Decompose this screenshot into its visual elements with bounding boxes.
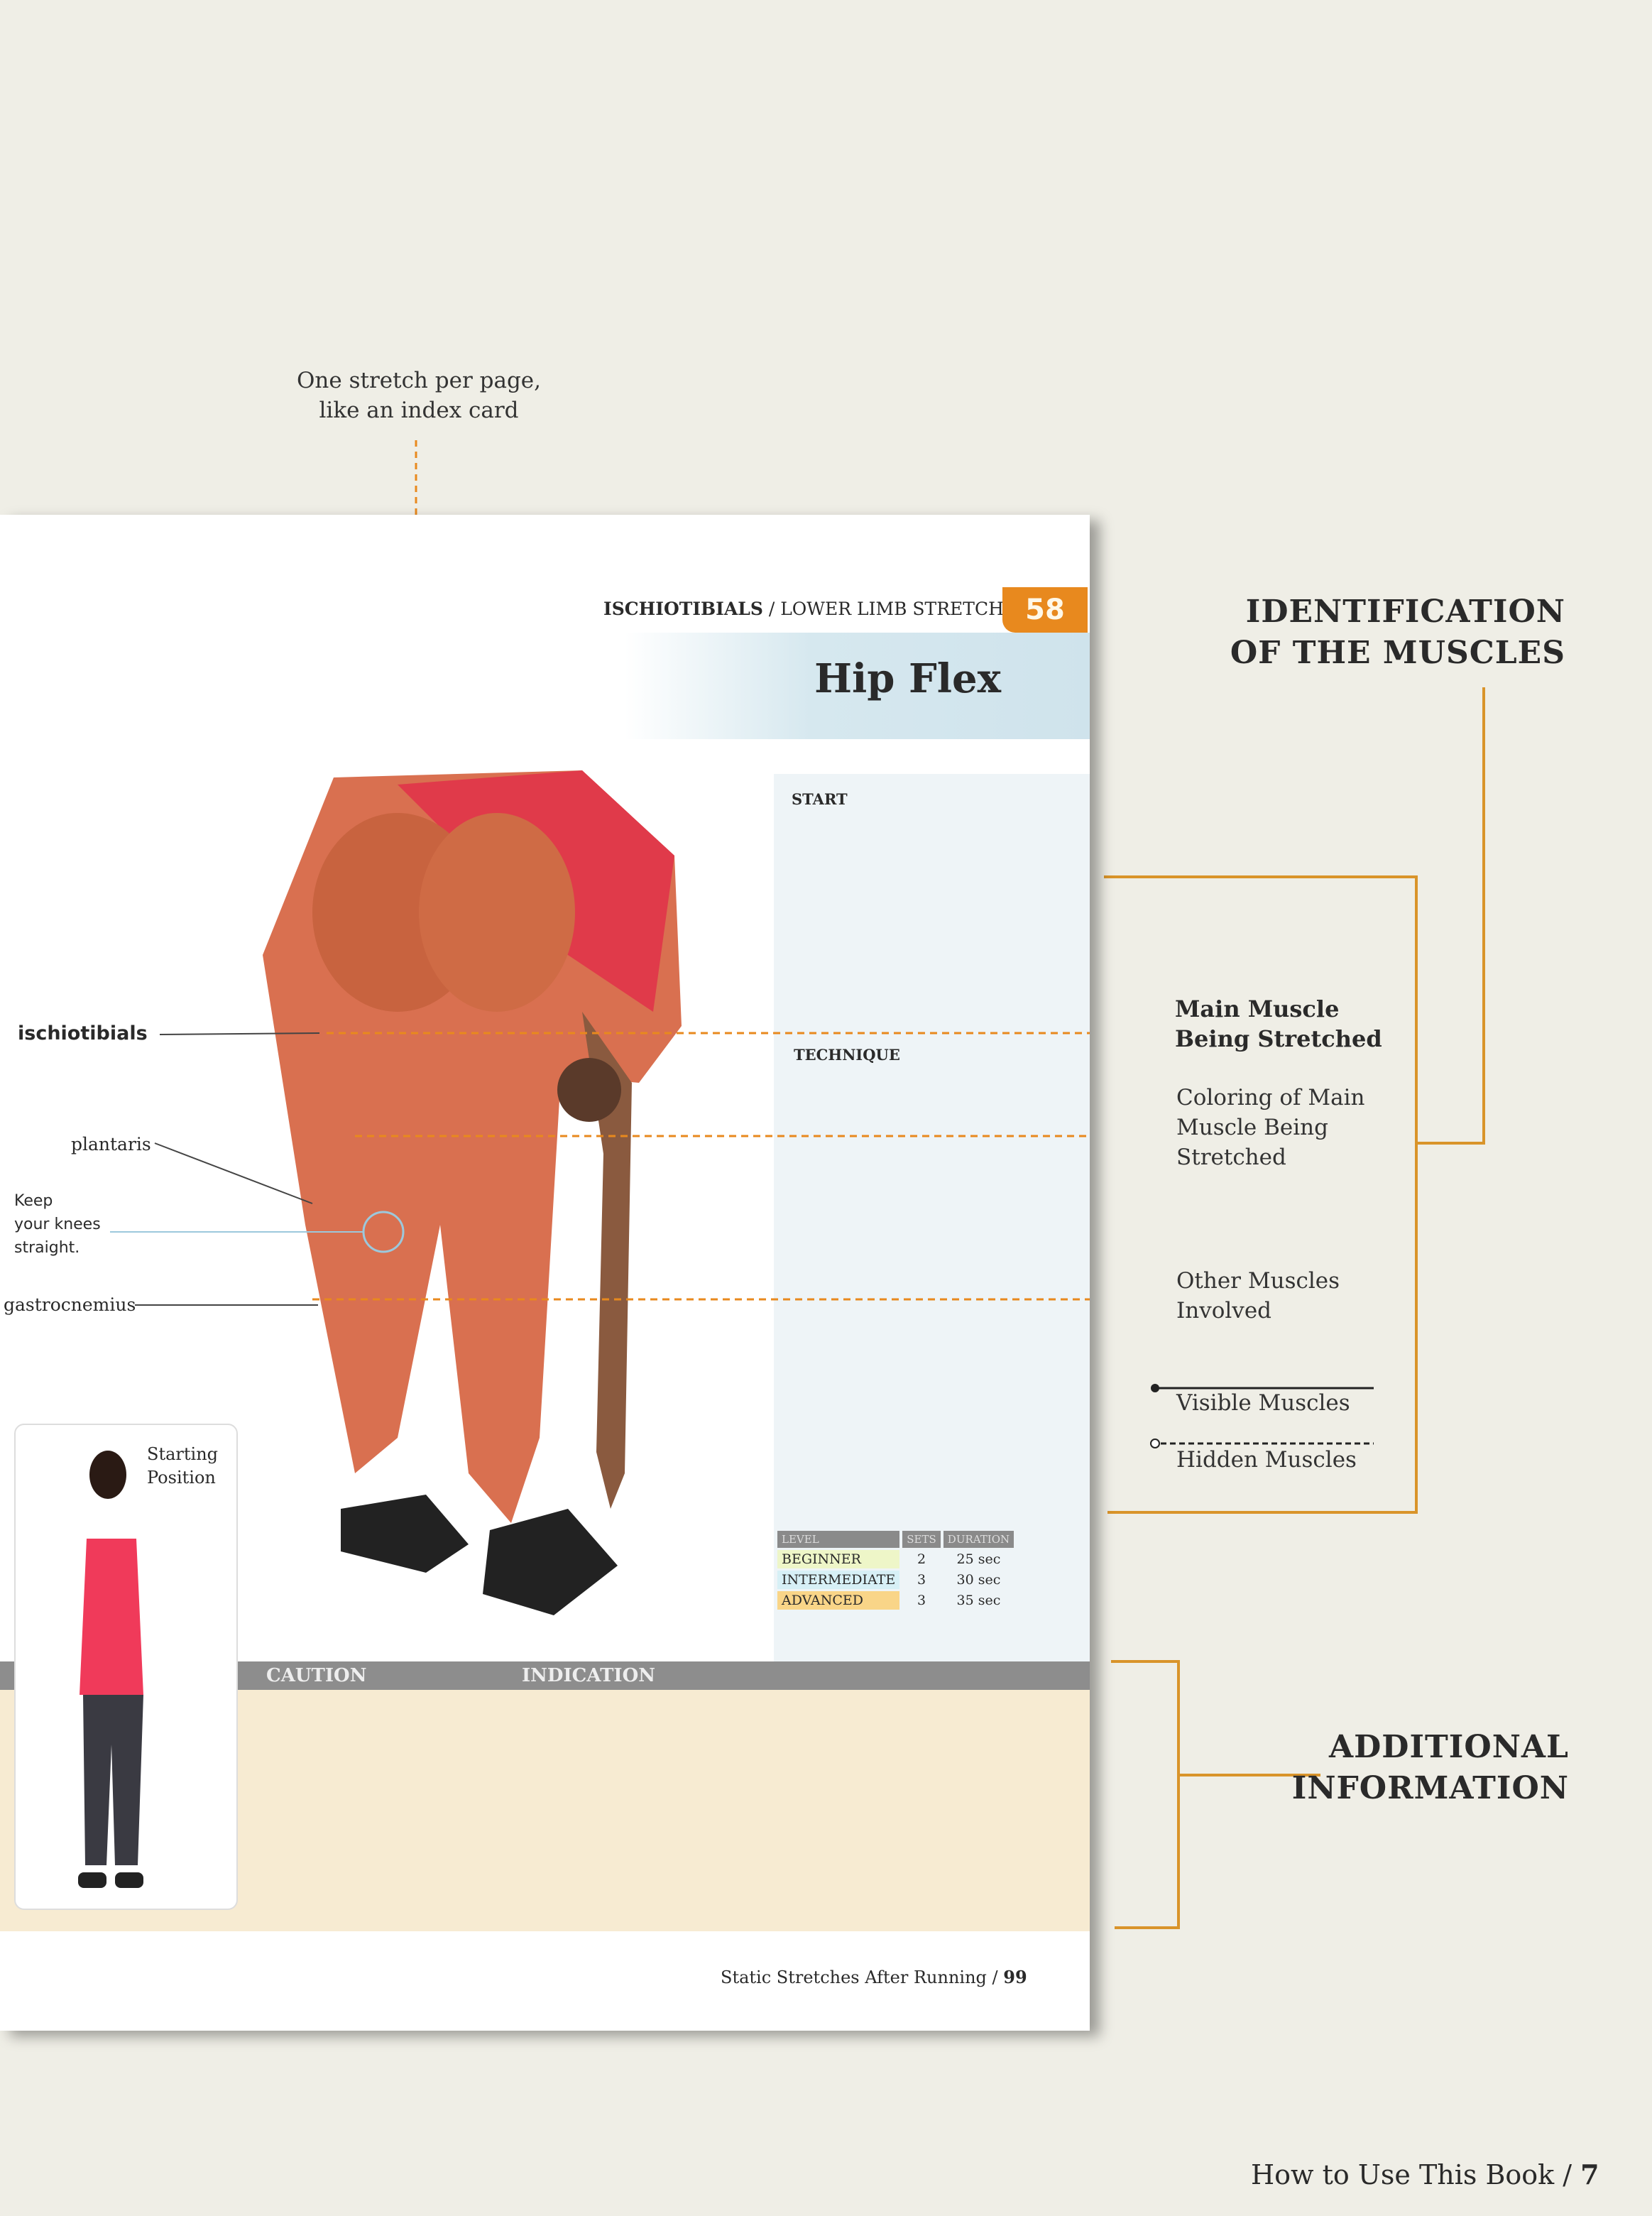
- heading-line: IDENTIFICATION: [1245, 594, 1565, 630]
- caution-label: CAUTION: [266, 1665, 367, 1686]
- inner-footer: Static Stretches After Running / 99: [721, 1967, 1027, 1987]
- header-sets: SETS: [902, 1531, 941, 1548]
- footer-text: How to Use This Book /: [1251, 2159, 1581, 2190]
- cell-sets: 2: [917, 1551, 926, 1567]
- legend-line: Muscle Being: [1176, 1115, 1328, 1140]
- legend-visible: Visible Muscles: [1176, 1390, 1350, 1416]
- tip-line: your knees: [14, 1216, 101, 1233]
- breadcrumb-section: / LOWER LIMB STRETCHES: [762, 599, 1029, 619]
- inner-page-number: 99: [1003, 1967, 1027, 1987]
- legend-hidden: Hidden Muscles: [1176, 1447, 1357, 1473]
- heading-line: INFORMATION: [1291, 1770, 1569, 1806]
- annotation-line: One stretch per page,: [297, 368, 541, 393]
- cell-sets: 3: [917, 1572, 926, 1588]
- label-gastrocnemius: gastrocnemius: [4, 1294, 136, 1315]
- page-footer: How to Use This Book / 7: [1251, 2158, 1599, 2190]
- tip-line: Keep: [14, 1192, 53, 1210]
- line-style-legend: [1150, 1384, 1374, 1448]
- page-number: 7: [1580, 2158, 1599, 2190]
- label-plantaris: plantaris: [71, 1134, 151, 1155]
- legend-line: Other Muscles: [1176, 1268, 1340, 1294]
- legend-line: Main Muscle: [1175, 995, 1340, 1022]
- legend-line: Stretched: [1176, 1145, 1286, 1170]
- annotation-line: like an index card: [319, 398, 519, 423]
- header-duration: DURATION: [943, 1531, 1014, 1548]
- cell-level: INTERMEDIATE: [777, 1571, 900, 1589]
- stretch-number-tab: 58: [1002, 587, 1088, 633]
- starting-position-card: Starting Position: [14, 1424, 238, 1910]
- legend-coloring: Coloring of Main Muscle Being Stretched: [1176, 1083, 1364, 1172]
- start-label: START: [792, 790, 848, 808]
- table-row: BEGINNER 2 25 sec: [777, 1550, 1014, 1568]
- tip-line: straight.: [14, 1239, 80, 1257]
- legend-line: Coloring of Main: [1176, 1085, 1365, 1110]
- legend-main-muscle: Main Muscle Being Stretched: [1175, 994, 1382, 1054]
- cell-sets: 3: [917, 1593, 926, 1608]
- legend-line: Involved: [1176, 1298, 1272, 1323]
- identification-heading: IDENTIFICATION OF THE MUSCLES: [1207, 591, 1565, 674]
- cell-level: BEGINNER: [777, 1550, 900, 1568]
- inner-footer-text: Static Stretches After Running /: [721, 1967, 1004, 1987]
- cell-duration: 30 sec: [956, 1572, 1001, 1588]
- tip-keep-knees: Keep your knees straight.: [14, 1189, 101, 1260]
- header-level: LEVEL: [777, 1531, 900, 1548]
- title-banner: [625, 633, 1090, 739]
- indication-label: INDICATION: [522, 1665, 656, 1686]
- label-line: Starting: [147, 1444, 219, 1464]
- table-row: ADVANCED 3 35 sec: [777, 1591, 1014, 1610]
- table-row: INTERMEDIATE 3 30 sec: [777, 1571, 1014, 1589]
- cell-duration: 25 sec: [956, 1551, 1001, 1567]
- heading-line: OF THE MUSCLES: [1230, 635, 1565, 671]
- legend-other: Other Muscles Involved: [1176, 1266, 1340, 1326]
- cell-level: ADVANCED: [777, 1591, 900, 1610]
- starting-position-label: Starting Position: [147, 1443, 218, 1490]
- label-ischiotibials: ischiotibials: [18, 1022, 148, 1044]
- technique-label: TECHNIQUE: [794, 1046, 900, 1064]
- label-line: Position: [147, 1468, 216, 1488]
- starting-position-photo: [78, 1451, 143, 1888]
- breadcrumb-category: ISCHIOTIBIALS: [603, 599, 763, 619]
- cell-duration: 35 sec: [956, 1593, 1001, 1608]
- legend-line: Being Stretched: [1175, 1025, 1382, 1052]
- page-title: Hip Flex: [814, 655, 1001, 702]
- breadcrumb: ISCHIOTIBIALS / LOWER LIMB STRETCHES: [603, 599, 1029, 619]
- inner-page: ISCHIOTIBIALS / LOWER LIMB STRETCHES 58 …: [0, 515, 1090, 2031]
- anatomy-figure: [110, 770, 1090, 1615]
- additional-heading: ADDITIONAL INFORMATION: [1207, 1727, 1569, 1809]
- heading-line: ADDITIONAL: [1329, 1729, 1569, 1765]
- top-annotation: One stretch per page, like an index card: [291, 366, 547, 425]
